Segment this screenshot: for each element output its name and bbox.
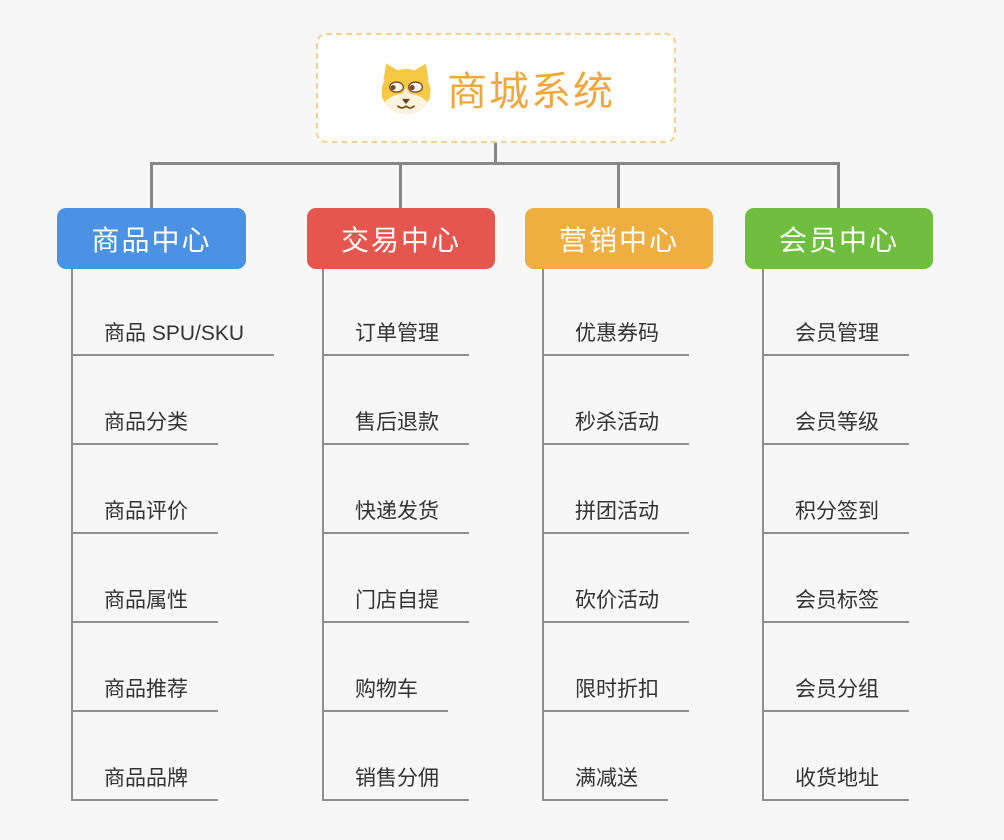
leaf-node[interactable]: 商品分类 [71,401,218,445]
dog-icon [377,60,435,116]
leaf-node[interactable]: 拼团活动 [542,490,689,534]
leaf-node[interactable]: 会员分组 [762,668,909,712]
leaf-node[interactable]: 商品品牌 [71,757,218,801]
leaf-node[interactable]: 快递发货 [322,490,469,534]
branch-node-marketing-center[interactable]: 营销中心 [525,208,713,269]
leaf-node[interactable]: 售后退款 [322,401,469,445]
connector-trunk-marketing [542,269,544,800]
connector-horizontal-bus [150,162,840,165]
branch-node-product-center[interactable]: 商品中心 [57,208,246,269]
connector-drop-marketing [617,162,620,208]
leaf-node[interactable]: 会员等级 [762,401,909,445]
connector-trunk-trade [322,269,324,800]
leaf-node[interactable]: 商品 SPU/SKU [71,312,275,356]
leaf-node[interactable]: 积分签到 [762,490,909,534]
connector-root-stub [494,143,497,163]
leaf-node[interactable]: 限时折扣 [542,668,689,712]
leaf-node[interactable]: 商品属性 [71,579,218,623]
branch-node-trade-center[interactable]: 交易中心 [307,208,495,269]
leaf-node[interactable]: 购物车 [322,668,448,712]
leaf-node[interactable]: 销售分佣 [322,757,469,801]
connector-drop-trade [399,162,402,208]
connector-drop-product [150,162,153,208]
branch-node-member-center[interactable]: 会员中心 [745,208,933,269]
leaf-node[interactable]: 秒杀活动 [542,401,689,445]
connector-trunk-member [762,269,764,800]
leaf-node[interactable]: 会员管理 [762,312,909,356]
root-node-label: 商城系统 [447,70,615,114]
leaf-node[interactable]: 门店自提 [322,579,469,623]
leaf-node[interactable]: 订单管理 [322,312,469,356]
leaf-node[interactable]: 砍价活动 [542,579,689,623]
leaf-node[interactable]: 优惠券码 [542,312,689,356]
connector-drop-member [837,162,840,208]
leaf-node[interactable]: 商品评价 [71,490,218,534]
leaf-node[interactable]: 会员标签 [762,579,909,623]
root-node[interactable]: 商城系统 [316,33,676,143]
connector-trunk-product [71,269,73,800]
leaf-node[interactable]: 商品推荐 [71,668,218,712]
leaf-node[interactable]: 收货地址 [762,757,909,801]
leaf-node[interactable]: 满减送 [542,757,668,801]
